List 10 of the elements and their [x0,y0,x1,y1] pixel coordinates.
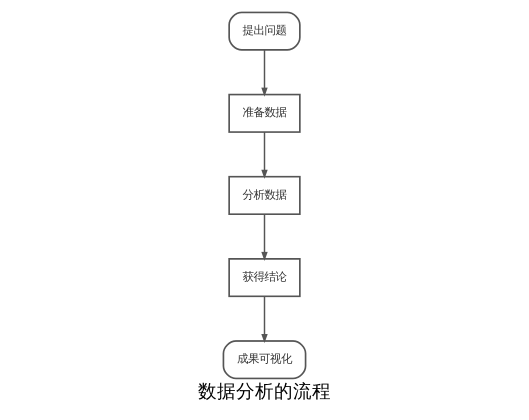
node-box: 准备数据 [228,94,301,133]
node-box: 成果可视化 [222,340,306,380]
arrow [261,132,268,179]
arrow [261,214,268,262]
arrow [261,50,268,97]
node-box: 提出问题 [228,12,301,51]
arrow [261,296,268,344]
node-box: 获得结论 [228,258,301,298]
node-box: 分析数据 [228,176,301,215]
caption: 数据分析的流程 [198,382,331,403]
